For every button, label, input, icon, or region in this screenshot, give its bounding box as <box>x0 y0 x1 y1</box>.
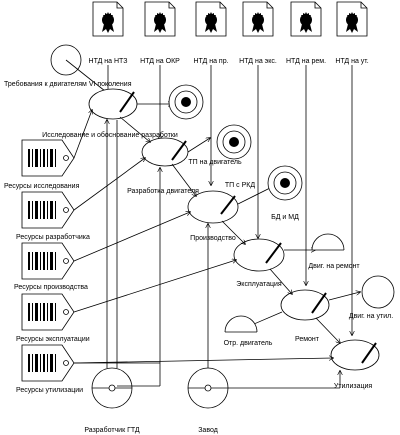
resource-tag-development <box>21 191 75 229</box>
process-exploitation <box>233 238 285 272</box>
process-utilization <box>330 339 380 371</box>
engine-repair-label: Двиг. на ремонт <box>308 263 360 270</box>
document-connectors <box>108 65 352 335</box>
engine-util-label: Двиг. на утил. <box>349 313 393 320</box>
target-icon <box>216 124 252 160</box>
resource-exploitation-label: Ресурсы эксплуатации <box>16 336 90 343</box>
doc-label-ut: НТД на ут. <box>335 58 368 65</box>
document-icon <box>195 1 227 37</box>
doc-label-okr: НТД на ОКР <box>140 58 180 65</box>
actor-plant-label: Завод <box>198 427 218 434</box>
doc-label-eks: НТД на экс. <box>239 58 277 65</box>
process-research-label: Исследование и обоснование разработки <box>42 131 178 139</box>
resource-tag-utilization <box>21 344 75 382</box>
process-development-label: Разработка двигателя <box>127 187 199 195</box>
process-utilization-label: Утилизация <box>334 383 373 390</box>
document-icon <box>336 1 368 37</box>
document-icon <box>92 1 124 37</box>
target-icon <box>267 165 303 201</box>
engine-util-output <box>361 275 395 309</box>
document-icon <box>290 1 322 37</box>
process-research <box>88 88 138 120</box>
requirements-label: Требования к двигателям VI поколения <box>4 80 132 88</box>
resource-utilization-label: Ресурсы утилизации <box>16 387 83 394</box>
document-icon <box>144 1 176 37</box>
process-production-label: Производство <box>190 235 236 242</box>
rejected-engine-label: Отр. двигатель <box>224 340 273 347</box>
process-exploitation-label: Эксплуатация <box>236 281 282 288</box>
rejected-engine-output <box>224 315 258 333</box>
resource-tag-exploitation <box>21 293 75 331</box>
target-icon <box>168 84 204 120</box>
target-bd-md-label: БД и МД <box>271 214 299 221</box>
doc-label-pr: НТД на пр. <box>193 58 228 65</box>
resource-production-label: Ресурсы производства <box>14 284 88 291</box>
target-tp-rkd-label: ТП с РКД <box>225 182 255 189</box>
process-production <box>187 190 239 224</box>
resource-tag-production <box>21 242 75 280</box>
process-repair-label: Ремонт <box>295 336 320 343</box>
actor-developer <box>91 367 133 409</box>
process-development <box>141 137 189 167</box>
doc-label-ntz: НТД на НТЗ <box>89 58 128 65</box>
target-tp-engine-label: ТП на двигатель <box>188 159 242 166</box>
process-repair <box>280 289 330 321</box>
resource-development-label: Ресурсы разработчика <box>16 233 90 241</box>
engine-repair-output <box>311 233 345 251</box>
doc-label-rem: НТД на рем. <box>286 58 326 65</box>
actor-developer-label: Разработчик ГТД <box>84 426 140 434</box>
resource-tag-research <box>21 139 75 177</box>
mechanism-connectors <box>107 120 340 389</box>
resource-research-label: Ресурсы исследования <box>4 183 80 190</box>
document-icon <box>242 1 274 37</box>
actor-plant <box>187 367 229 409</box>
